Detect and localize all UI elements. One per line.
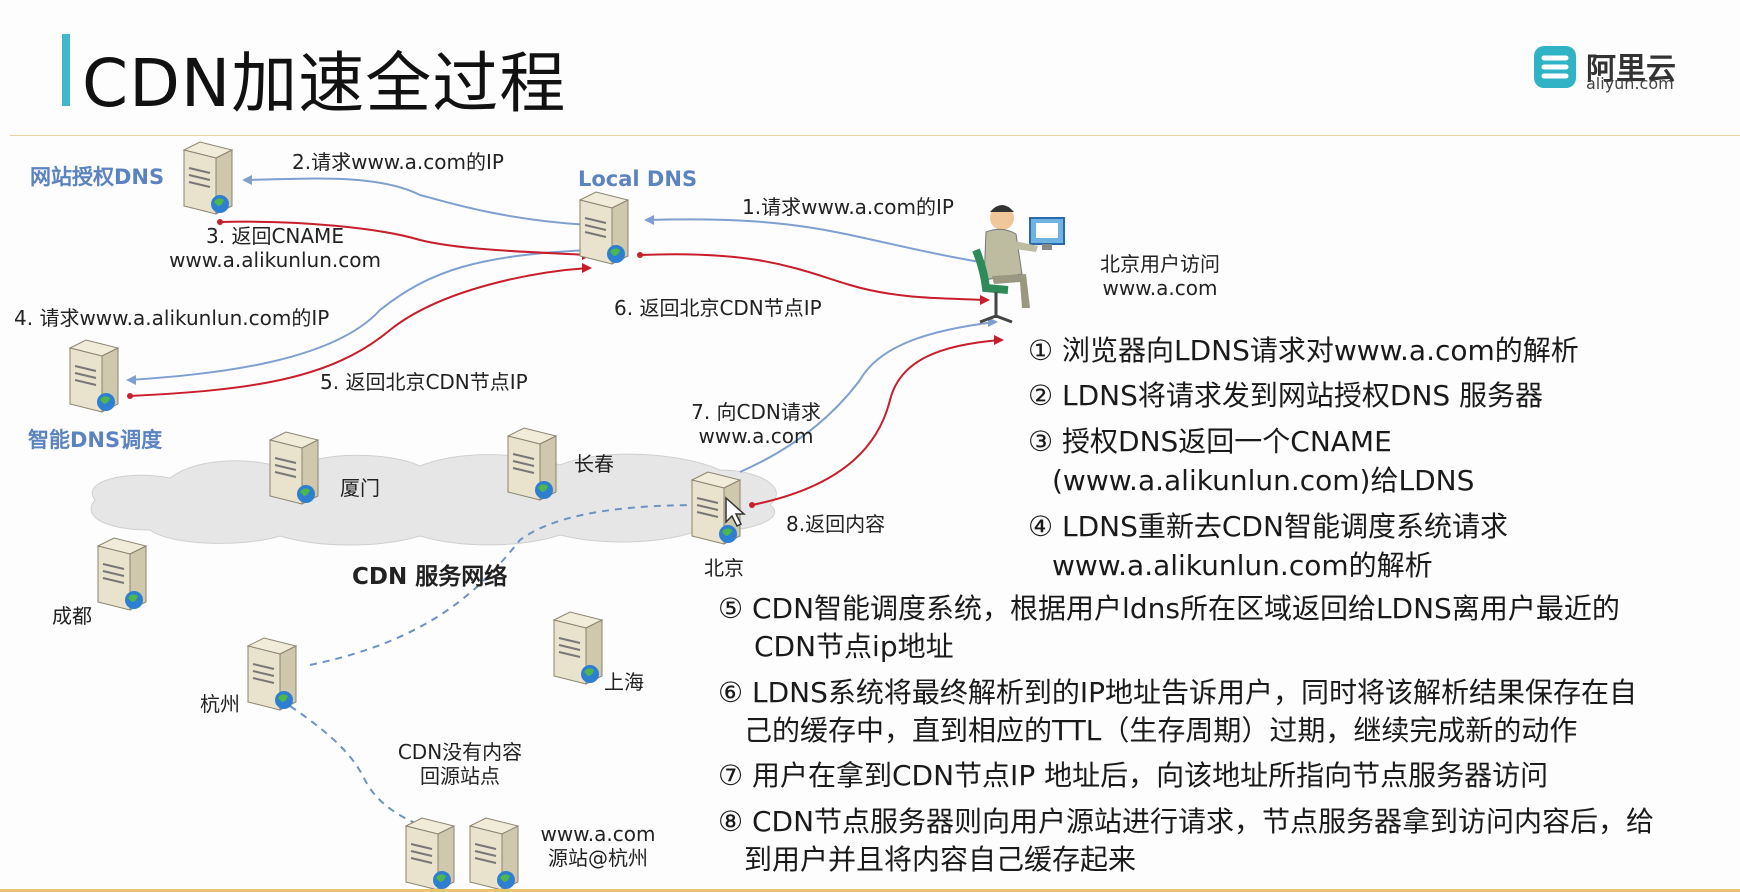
arrow-2-label: 2.请求www.a.com的IP bbox=[292, 150, 504, 174]
step-3: ③ 授权DNS返回一个CNAME bbox=[1028, 425, 1392, 458]
dashed-hangzhou-origin bbox=[289, 705, 421, 826]
chengdu-server-icon bbox=[97, 537, 147, 611]
arrow-1-label: 1.请求www.a.com的IP bbox=[742, 195, 954, 219]
smart-dns-label: 智能DNS调度 bbox=[28, 428, 163, 452]
step-2: ② LDNS将请求发到网站授权DNS 服务器 bbox=[1028, 379, 1544, 412]
arrow-3-label: 3. 返回CNAME www.a.alikunlun.com bbox=[169, 224, 381, 272]
arrow-8-head bbox=[994, 335, 1004, 345]
aliyun-logo-icon bbox=[1534, 46, 1576, 88]
arrow-5-label: 5. 返回北京CDN节点IP bbox=[320, 370, 528, 394]
arrow-2-line bbox=[245, 177, 591, 226]
dashed-hangzhou-beijing bbox=[309, 504, 701, 666]
changchun-server-icon bbox=[507, 427, 557, 501]
origin-label: www.a.com 源站@杭州 bbox=[540, 822, 656, 870]
hangzhou-server-icon bbox=[247, 637, 297, 711]
origin-server-icon bbox=[405, 817, 455, 891]
auth-dns-label: 网站授权DNS bbox=[30, 165, 165, 189]
step-4-cont: www.a.alikunlun.com的解析 bbox=[1052, 549, 1433, 582]
step-8: ⑧ CDN节点服务器则向用户源站进行请求，节点服务器拿到访问内容后，给 bbox=[718, 805, 1655, 838]
chengdu-label: 成都 bbox=[52, 604, 92, 628]
arrow-5-head bbox=[582, 263, 592, 273]
arrow-1-head bbox=[644, 215, 654, 225]
smart-dns-server-icon bbox=[69, 339, 119, 413]
hangzhou-label: 杭州 bbox=[200, 692, 240, 716]
cdn-cloud bbox=[90, 453, 777, 546]
shanghai-server-icon bbox=[553, 611, 603, 685]
arrow-8-line bbox=[751, 339, 1001, 506]
arrow-6-label: 6. 返回北京CDN节点IP bbox=[614, 296, 822, 320]
cdn-miss-label: CDN没有内容 回源站点 bbox=[397, 740, 523, 788]
local-dns-server-icon bbox=[579, 191, 629, 265]
arrow-8-label: 8.返回内容 bbox=[786, 512, 886, 536]
arrow-1-line bbox=[647, 218, 981, 263]
step-3-cont: (www.a.alikunlun.com)给LDNS bbox=[1052, 464, 1475, 497]
arrow-7-label: 7. 向CDN请求 www.a.com bbox=[691, 400, 821, 448]
beijing-label: 北京 bbox=[704, 556, 744, 580]
auth-dns-server-icon bbox=[183, 141, 233, 215]
arrow-5-line bbox=[129, 267, 589, 397]
step-7: ⑦ 用户在拿到CDN节点IP 地址后，向该地址所指向节点服务器访问 bbox=[718, 759, 1549, 792]
user-at-computer-icon bbox=[972, 205, 1065, 324]
arrow-6-line bbox=[639, 253, 986, 301]
aliyun-logo: 阿里云 aliyun.com bbox=[1532, 44, 1676, 94]
arrow-3-line bbox=[219, 220, 589, 256]
shanghai-label: 上海 bbox=[604, 670, 644, 694]
origin-server-2-icon bbox=[469, 817, 519, 891]
logo-domain: aliyun.com bbox=[1586, 74, 1674, 93]
user-label: 北京用户访问 www.a.com bbox=[1100, 252, 1220, 300]
mouse-cursor-icon bbox=[725, 496, 746, 528]
arrow-4-head bbox=[126, 375, 136, 385]
step-5-cont: CDN节点ip地址 bbox=[754, 630, 954, 663]
arrow-4-line bbox=[129, 249, 591, 381]
arrow-4-label: 4. 请求www.a.alikunlun.com的IP bbox=[14, 306, 330, 330]
logo-name: 阿里云 bbox=[1586, 52, 1676, 87]
slide-title: CDN加速全过程 bbox=[82, 45, 567, 122]
title-accent-bar bbox=[62, 34, 70, 106]
header-divider bbox=[10, 135, 1740, 136]
local-dns-label: Local DNS bbox=[578, 167, 698, 191]
step-5: ⑤ CDN智能调度系统，根据用户ldns所在区域返回给LDNS离用户最近的 bbox=[718, 592, 1620, 625]
step-6: ⑥ LDNS系统将最终解析到的IP地址告诉用户，同时将该解析结果保存在自 bbox=[718, 676, 1638, 709]
xiamen-label: 厦门 bbox=[340, 476, 380, 500]
arrow-6-head bbox=[980, 295, 990, 305]
step-4: ④ LDNS重新去CDN智能调度系统请求 bbox=[1028, 510, 1508, 543]
footer-divider bbox=[0, 889, 1740, 892]
cdn-network-label: CDN 服务网络 bbox=[352, 564, 508, 590]
arrow-7-line bbox=[739, 321, 996, 473]
changchun-label: 长春 bbox=[574, 452, 614, 476]
arrow-2-head bbox=[242, 175, 252, 185]
step-1: ① 浏览器向LDNS请求对www.a.com的解析 bbox=[1028, 334, 1579, 367]
step-6-cont: 己的缓存中，直到相应的TTL（生存周期）过期，继续完成新的动作 bbox=[744, 714, 1578, 747]
step-8-cont: 到用户并且将内容自己缓存起来 bbox=[744, 843, 1137, 876]
xiamen-server-icon bbox=[269, 431, 319, 505]
